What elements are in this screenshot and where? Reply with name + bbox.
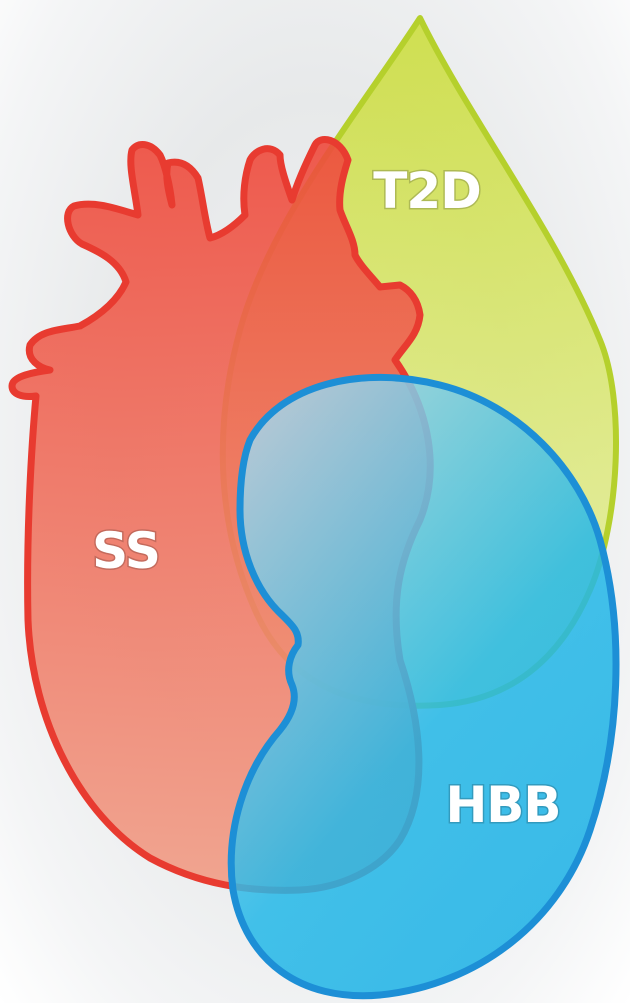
kidney-label: HBB [445, 776, 560, 834]
heart-label: SS [92, 522, 160, 580]
kidney-shape [231, 377, 616, 995]
drop-label: T2D [373, 162, 480, 220]
